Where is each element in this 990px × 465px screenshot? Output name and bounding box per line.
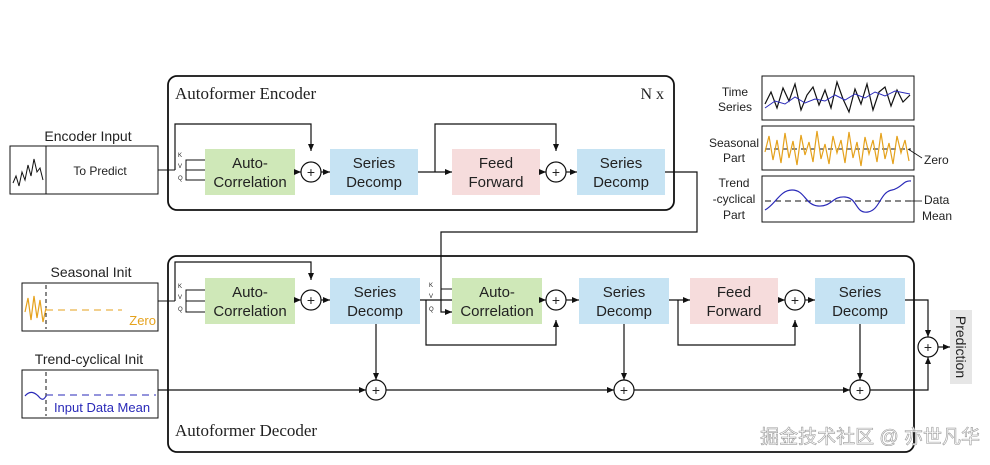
trend-add-1-sign: + bbox=[372, 382, 380, 398]
encoder-series-decomp-1-line1: Series bbox=[353, 155, 396, 172]
encoder-series-decomp-1 bbox=[330, 149, 418, 195]
decoder-k-label-2: K bbox=[429, 283, 433, 289]
encoder-repeat-label: N x bbox=[640, 86, 664, 103]
trend-init-series bbox=[24, 391, 47, 400]
decoder-kvq-fan-2 bbox=[440, 288, 452, 301]
encoder-series-decomp-2-line1: Series bbox=[600, 155, 643, 172]
decoder-series-decomp-1-line1: Series bbox=[354, 284, 397, 301]
legend-trend-line bbox=[764, 180, 912, 213]
decoder-q-label-2: Q bbox=[429, 307, 434, 313]
prediction-add-sign: + bbox=[924, 339, 932, 355]
encoder-title: Autoformer Encoder bbox=[175, 84, 316, 103]
encoder-skip-wire-1 bbox=[174, 123, 314, 170]
decoder-series-decomp-2-line2: Decomp bbox=[596, 303, 652, 320]
decoder-series-decomp-3 bbox=[815, 278, 905, 324]
encoder-feed-forward-block bbox=[452, 149, 540, 195]
legend-trend-box bbox=[761, 175, 915, 223]
decoder-auto-correlation-2 bbox=[452, 278, 542, 324]
prediction-box bbox=[950, 310, 972, 384]
decoder-feed-forward-line2: Forward bbox=[706, 303, 761, 320]
decoder-add-3-sign: + bbox=[791, 292, 799, 308]
decoder-auto-correlation-2-line1: Auto- bbox=[479, 284, 515, 301]
legend-time-series-trend bbox=[764, 90, 911, 109]
encoder-feed-forward-line1: Feed bbox=[479, 155, 513, 172]
decoder-series-decomp-1 bbox=[330, 278, 420, 324]
encoder-series-decomp-2 bbox=[577, 149, 665, 195]
decoder-auto-correlation-1-line2: Correlation bbox=[213, 303, 286, 320]
decoder-skip-wire-3 bbox=[677, 300, 798, 346]
encoder-to-decoder-wire bbox=[440, 171, 698, 315]
decoder-series-decomp-3-line2: Decomp bbox=[832, 303, 888, 320]
decoder-v-label-1: V bbox=[178, 295, 182, 301]
encoder-auto-correlation-block bbox=[205, 149, 295, 195]
encoder-input-box bbox=[9, 145, 159, 195]
encoder-add-1-sign: + bbox=[307, 164, 315, 180]
legend-trend-line3: Part bbox=[723, 208, 746, 222]
encoder-series-decomp-1-line2: Decomp bbox=[346, 174, 402, 191]
decoder-q-label-1: Q bbox=[178, 307, 183, 313]
decoder-k-label-1: K bbox=[178, 284, 182, 290]
decoder-v-label-2: V bbox=[429, 294, 433, 300]
encoder-auto-correlation-line1: Auto- bbox=[232, 155, 268, 172]
encoder-frame bbox=[167, 75, 675, 211]
seasonal-init-zero-label: Zero bbox=[129, 313, 156, 328]
decoder-add-2-sign: + bbox=[552, 292, 560, 308]
decoder-add-1-sign: + bbox=[307, 292, 315, 308]
encoder-series-decomp-2-line2: Decomp bbox=[593, 174, 649, 191]
legend-time-line2: Series bbox=[718, 100, 752, 114]
encoder-kvq-fan bbox=[185, 159, 205, 181]
trend-to-prediction-wire bbox=[870, 357, 931, 391]
decoder-title: Autoformer Decoder bbox=[175, 421, 317, 440]
legend-time-line1: Time bbox=[722, 85, 749, 99]
decoder-skip-wire-2 bbox=[425, 300, 559, 346]
legend-zero-pointer bbox=[907, 148, 923, 159]
legend-seasonal-line1: Seasonal bbox=[709, 136, 759, 150]
seasonal-init-title: Seasonal Init bbox=[51, 264, 132, 280]
decoder-seasonal-out-wire bbox=[905, 299, 931, 337]
seasonal-init-series bbox=[24, 295, 47, 323]
prediction-label: Prediction bbox=[953, 316, 969, 378]
decoder-auto-correlation-1-line1: Auto- bbox=[232, 284, 268, 301]
decoder-feed-forward-line1: Feed bbox=[717, 284, 751, 301]
encoder-input-title: Encoder Input bbox=[44, 128, 131, 144]
encoder-skip-wire-2 bbox=[434, 123, 559, 172]
encoder-feed-forward-line2: Forward bbox=[468, 174, 523, 191]
encoder-auto-correlation-line2: Correlation bbox=[213, 174, 286, 191]
decoder-series-decomp-1-line2: Decomp bbox=[347, 303, 403, 320]
legend-seasonal-line2: Part bbox=[723, 151, 746, 165]
encoder-input-predict: To Predict bbox=[73, 164, 127, 178]
decoder-series-decomp-2 bbox=[579, 278, 669, 324]
encoder-k-label: K bbox=[178, 153, 182, 159]
decoder-series-decomp-2-line1: Series bbox=[603, 284, 646, 301]
legend-zero-label: Zero bbox=[924, 153, 949, 167]
decoder-auto-correlation-2-line2: Correlation bbox=[460, 303, 533, 320]
encoder-v-label: V bbox=[178, 164, 182, 170]
legend-seasonal-line bbox=[764, 130, 910, 167]
trend-init-mean-label: Input Data Mean bbox=[54, 400, 150, 415]
watermark: 掘金技术社区 @ 亦世凡华 bbox=[760, 426, 980, 448]
decoder-kvq-fan-1 bbox=[185, 289, 205, 313]
encoder-input-series bbox=[12, 158, 44, 187]
trend-add-3-sign: + bbox=[856, 382, 864, 398]
decoder-skip-wire-1 bbox=[174, 261, 314, 301]
trend-init-box bbox=[21, 369, 159, 419]
decoder-series-decomp-3-line1: Series bbox=[839, 284, 882, 301]
decoder-auto-correlation-1 bbox=[205, 278, 295, 324]
legend-data-mean-line2: Mean bbox=[922, 209, 952, 223]
legend-trend-line2: -cyclical bbox=[713, 192, 756, 206]
trend-add-2-sign: + bbox=[620, 382, 628, 398]
trend-init-title: Trend-cyclical Init bbox=[35, 351, 144, 367]
seasonal-init-box bbox=[21, 282, 159, 332]
encoder-q-label: Q bbox=[178, 176, 183, 182]
legend-time-series-box bbox=[761, 75, 915, 121]
legend-data-mean-line1: Data bbox=[924, 193, 950, 207]
decoder-feed-forward-block bbox=[690, 278, 778, 324]
encoder-add-2-sign: + bbox=[552, 164, 560, 180]
legend-trend-line1: Trend bbox=[719, 176, 750, 190]
decoder-frame bbox=[167, 255, 915, 453]
